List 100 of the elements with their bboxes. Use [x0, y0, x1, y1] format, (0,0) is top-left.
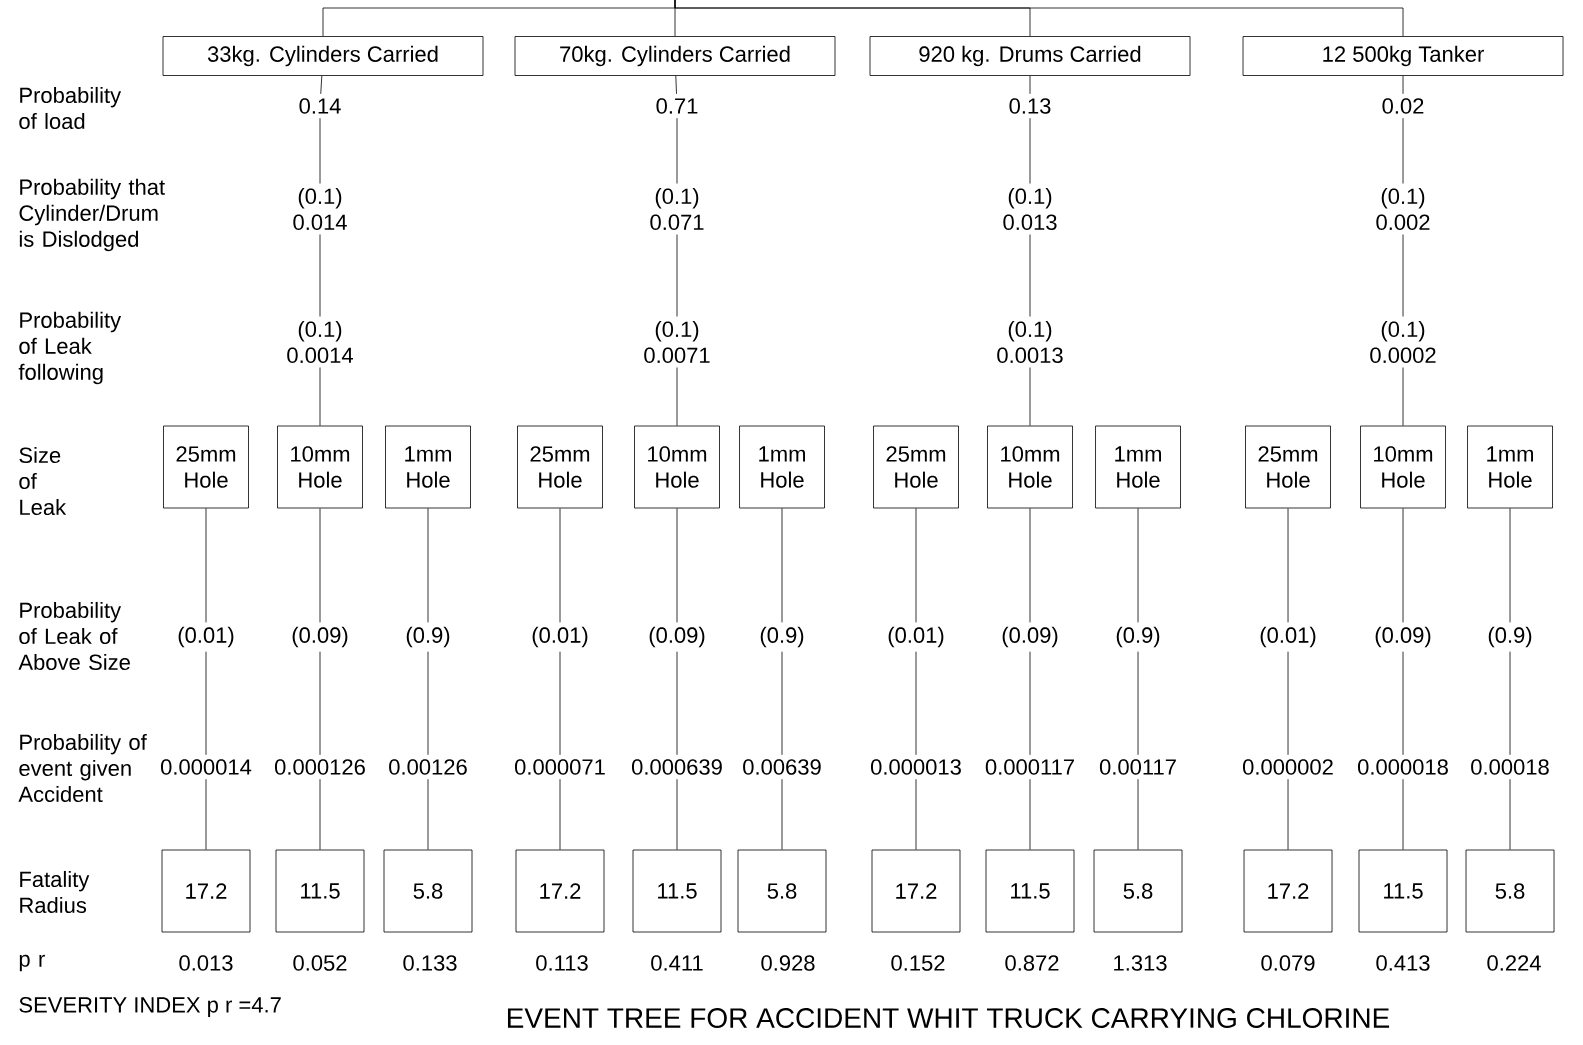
row-label: Probability of Leak following: [18, 311, 122, 385]
category-box: 70kg. Cylinders Carried: [514, 36, 836, 76]
fatality-radius-box: 5.8: [1093, 849, 1183, 933]
branch-line: [1509, 778, 1511, 850]
pr-value: 1.313: [1114, 955, 1167, 971]
row-label: p r: [19, 954, 45, 972]
hole-size-box: 25mm Hole: [163, 425, 249, 509]
fatality-radius-box: 5.8: [737, 849, 827, 933]
hole-size-box: 1mm Hole: [385, 425, 471, 509]
branch-line: [1402, 234, 1404, 317]
branch-line: [781, 651, 783, 756]
probability-value: 0.00018: [1471, 759, 1549, 775]
probability-value: (0.01): [532, 626, 588, 648]
branch-line: [1287, 508, 1289, 623]
hole-size-box: 25mm Hole: [517, 425, 603, 509]
hole-size-box: 1mm Hole: [739, 425, 825, 509]
probability-value: 0.000018: [1358, 759, 1448, 775]
pr-value: 0.152: [891, 955, 945, 971]
probability-value: (0.9): [1116, 626, 1160, 648]
branch-line: [1137, 651, 1139, 756]
branch-line: [676, 651, 678, 756]
hole-size-box: 1mm Hole: [1467, 425, 1553, 509]
branch-line: [427, 508, 429, 623]
probability-value: 0.000117: [985, 759, 1074, 775]
pr-value: 0.411: [651, 955, 703, 971]
branch-line: [781, 778, 783, 850]
probability-value: (0.01): [888, 626, 944, 648]
probability-value: (0.9): [1488, 626, 1532, 648]
fatality-radius-box: 11.5: [275, 849, 365, 933]
probability-value: (0.1) 0.013: [1003, 187, 1057, 231]
fatality-radius-box: 11.5: [985, 849, 1075, 933]
branch-line: [427, 651, 429, 756]
hole-size-box: 10mm Hole: [1360, 425, 1446, 509]
fatality-radius-box: 11.5: [632, 849, 722, 933]
branch-line: [1137, 778, 1139, 850]
probability-value: (0.1) 0.014: [293, 187, 347, 231]
category-box: 33kg. Cylinders Carried: [162, 36, 484, 76]
row-label: Fatality Radius: [20, 870, 90, 914]
hole-size-box: 10mm Hole: [987, 425, 1073, 509]
probability-value: 0.000002: [1243, 759, 1333, 775]
branch-line: [559, 778, 561, 850]
pr-value: 0.224: [1487, 955, 1541, 971]
probability-value: 0.00117: [1099, 759, 1176, 775]
probability-value: 0.000126: [275, 759, 365, 775]
branch-line: [205, 651, 207, 756]
fatality-radius-box: 17.2: [1243, 849, 1333, 933]
branch-line: [1137, 508, 1139, 623]
pr-value: 0.052: [293, 955, 347, 971]
branch-line: [427, 778, 429, 850]
row-label: Probability of load: [19, 86, 122, 130]
branch-line: [1402, 75, 1404, 95]
branch-line: [319, 234, 321, 317]
branch-line: [1029, 367, 1031, 426]
probability-value: (0.1) 0.0014: [287, 320, 353, 364]
pr-value: 0.872: [1005, 955, 1059, 971]
branch-line: [676, 778, 678, 850]
fatality-radius-box: 11.5: [1358, 849, 1448, 933]
pr-value: 0.113: [536, 955, 588, 971]
branch-line: [1402, 651, 1404, 756]
probability-value: (0.01): [178, 626, 234, 648]
probability-value: 0.14: [299, 98, 341, 114]
branch-line: [1287, 778, 1289, 850]
fatality-radius-box: 5.8: [383, 849, 473, 933]
hole-size-box: 25mm Hole: [1245, 425, 1331, 509]
branch-line: [676, 234, 678, 317]
row-label: Probability that Cylinder/Drum is Dislodged: [19, 178, 165, 252]
fatality-radius-box: 17.2: [871, 849, 961, 933]
probability-value: (0.1) 0.0013: [997, 320, 1063, 364]
branch-line: [319, 367, 321, 426]
branch-line: [1029, 117, 1031, 184]
branch-line: [1402, 778, 1404, 850]
probability-value: 0.02: [1382, 98, 1424, 114]
probability-value: 0.000071: [515, 759, 605, 775]
category-box: 920 kg. Drums Carried: [869, 36, 1191, 76]
branch-line: [319, 778, 321, 850]
row-label: Probability of Leak of Above Size: [18, 601, 130, 671]
probability-value: (0.1) 0.0002: [1370, 320, 1436, 364]
category-box: 12 500kg Tanker: [1242, 36, 1564, 76]
probability-value: (0.1) 0.002: [1376, 187, 1430, 231]
probability-value: 0.000013: [871, 759, 961, 775]
branch-line: [559, 508, 561, 623]
row-label: Probability of event given Accident: [18, 733, 147, 803]
probability-value: (0.9): [760, 626, 804, 648]
hole-size-box: 10mm Hole: [277, 425, 363, 509]
branch-line: [1402, 117, 1404, 184]
probability-value: (0.1) 0.0071: [644, 320, 710, 364]
probability-value: (0.1) 0.071: [650, 187, 704, 231]
severity-index-note: SEVERITY INDEX p r =4.7: [19, 997, 281, 1017]
branch-line: [319, 508, 321, 623]
branch-line: [559, 651, 561, 756]
branch-line: [676, 367, 678, 426]
pr-value: 0.413: [1376, 955, 1430, 971]
branch-line: [1029, 651, 1031, 756]
fatality-radius-box: 5.8: [1465, 849, 1555, 933]
branch-line: [205, 778, 207, 850]
branch-line: [915, 508, 917, 623]
branch-line: [1287, 651, 1289, 756]
branch-line: [205, 508, 207, 623]
branch-line: [1509, 651, 1511, 756]
diagram-caption: EVENT TREE FOR ACCIDENT WHIT TRUCK CARRYING CHLORINE: [508, 1008, 1390, 1028]
